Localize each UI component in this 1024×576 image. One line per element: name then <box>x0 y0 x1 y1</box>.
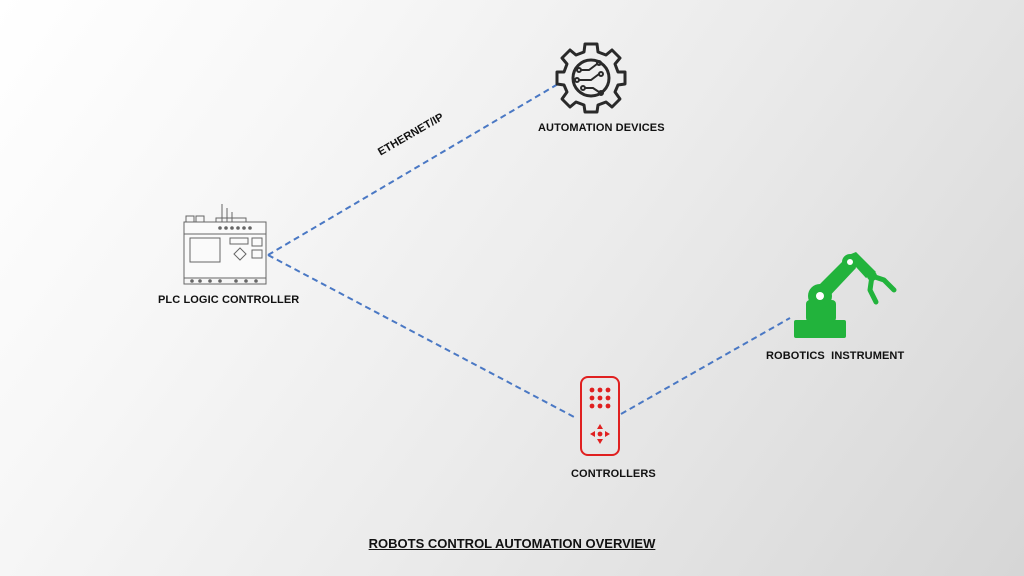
node-label-automation-devices: AUTOMATION DEVICES <box>538 122 665 134</box>
node-label-controllers: CONTROLLERS <box>571 468 656 480</box>
edge-controllers-to-robotics <box>620 317 791 415</box>
gear-circuit-icon <box>555 42 627 114</box>
node-label-robotics-instrument: ROBOTICS INSTRUMENT <box>766 350 905 362</box>
robotic-arm-icon <box>794 252 897 338</box>
diagram-title: ROBOTS CONTROL AUTOMATION OVERVIEW <box>368 536 656 551</box>
remote-control-icon <box>580 376 620 456</box>
node-label-plc-logic-controller: PLC LOGIC CONTROLLER <box>158 294 300 306</box>
edge-plc-to-automation-devices <box>267 83 559 256</box>
edge-plc-to-controllers <box>267 254 577 419</box>
plc-controller-icon <box>183 204 267 285</box>
